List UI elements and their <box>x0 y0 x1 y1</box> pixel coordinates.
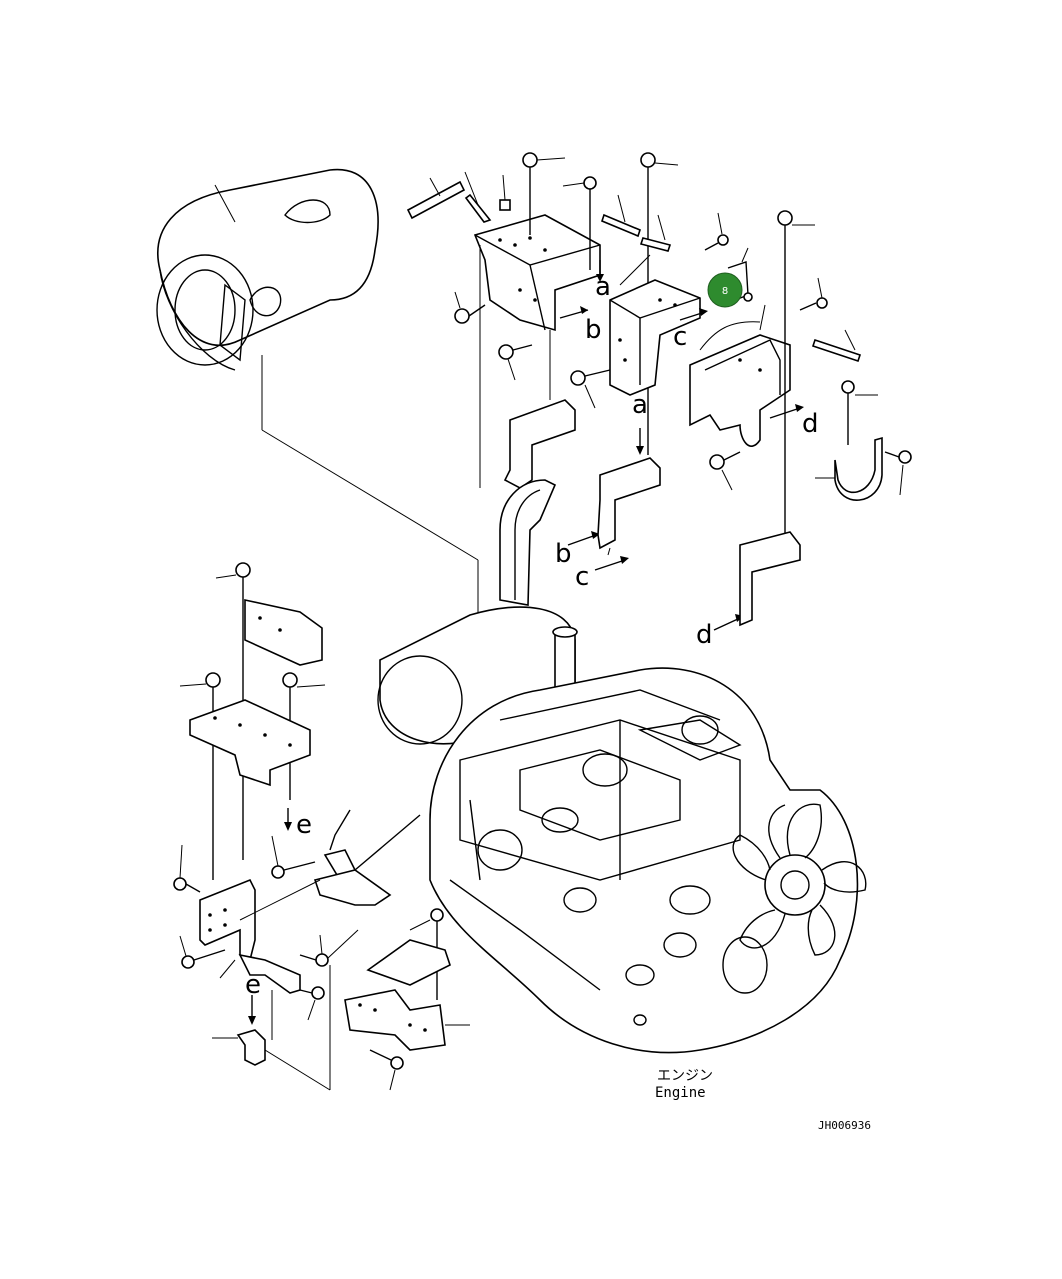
cooling-fan[interactable] <box>732 803 867 956</box>
bracket-ll-arm[interactable] <box>238 953 301 994</box>
bolt-cover-bottom[interactable] <box>709 451 741 491</box>
plate-bc[interactable] <box>366 939 451 986</box>
clip-ll-bottom[interactable] <box>212 965 331 1091</box>
hotspot-8-marker[interactable] <box>707 272 743 308</box>
ref-label-a-mid: a <box>632 390 648 420</box>
ref-label-d-top: d <box>802 409 819 439</box>
drawing-code: JH006936 <box>818 1119 871 1132</box>
spacer-strip-3[interactable] <box>601 194 641 238</box>
engine-label-jp: エンジン <box>657 1068 713 1084</box>
bolt-far-right[interactable] <box>884 450 912 496</box>
bolt-left-1[interactable] <box>454 291 486 324</box>
bolt-right-top[interactable] <box>777 210 815 545</box>
bracket-lower-left[interactable] <box>479 245 576 489</box>
bracket-bc[interactable] <box>344 989 470 1051</box>
small-nut-top[interactable] <box>499 174 511 211</box>
bolt-right-mid[interactable] <box>799 277 828 311</box>
right-cover[interactable] <box>689 304 791 447</box>
bracket-ll-main[interactable] <box>199 878 321 962</box>
ref-label-c-mid: c <box>575 562 589 592</box>
hotspot-8-label: 8 <box>722 286 728 297</box>
engine-assembly[interactable] <box>377 479 867 1054</box>
bolt-right-lower[interactable] <box>841 380 878 445</box>
bracket-mid-a[interactable] <box>597 457 661 556</box>
ref-label-c-top: c <box>673 322 687 352</box>
bracket-mid-d[interactable] <box>739 531 801 627</box>
bolt-ll-7[interactable] <box>299 929 359 967</box>
ref-label-e-upper: e <box>296 810 312 840</box>
bolt-ll-4[interactable] <box>271 835 316 879</box>
bolt-top-1[interactable] <box>522 152 566 235</box>
bolt-ll-2[interactable] <box>179 672 221 880</box>
top-bracket-left[interactable] <box>473 214 601 332</box>
plate-ll-top[interactable] <box>244 599 323 666</box>
bolt-left-2[interactable] <box>498 344 533 381</box>
bolt-ll-6[interactable] <box>179 935 226 969</box>
plate-ll-mid[interactable] <box>189 699 311 787</box>
bolt-ll-8[interactable] <box>299 986 325 1021</box>
centre-bracket[interactable] <box>609 254 701 396</box>
spacer-strip-1[interactable] <box>406 177 466 220</box>
bolt-right-small[interactable] <box>704 212 729 251</box>
ref-label-d-mid: d <box>696 620 713 650</box>
ref-label-e-lower: e <box>245 970 261 1000</box>
bolt-centre-1[interactable] <box>570 369 611 409</box>
hotspot-8[interactable]: 8 <box>707 247 753 308</box>
bolt-top-2[interactable] <box>562 176 597 270</box>
bolt-ll-5[interactable] <box>173 844 201 893</box>
clamp-bracket-right[interactable] <box>815 436 883 501</box>
spacer-strip-5[interactable] <box>811 329 862 363</box>
spacer-strip-2[interactable] <box>464 171 492 223</box>
engine-label-en: Engine <box>655 1085 706 1101</box>
bolt-bc-bottom[interactable] <box>369 1049 404 1091</box>
ref-label-b-top: b <box>585 315 602 345</box>
mount-block[interactable] <box>313 814 421 906</box>
muffler-cover[interactable] <box>156 168 479 632</box>
hose-clamp[interactable] <box>323 809 357 882</box>
spacer-strip-4[interactable] <box>639 214 672 252</box>
ref-label-b-mid: b <box>555 539 572 569</box>
